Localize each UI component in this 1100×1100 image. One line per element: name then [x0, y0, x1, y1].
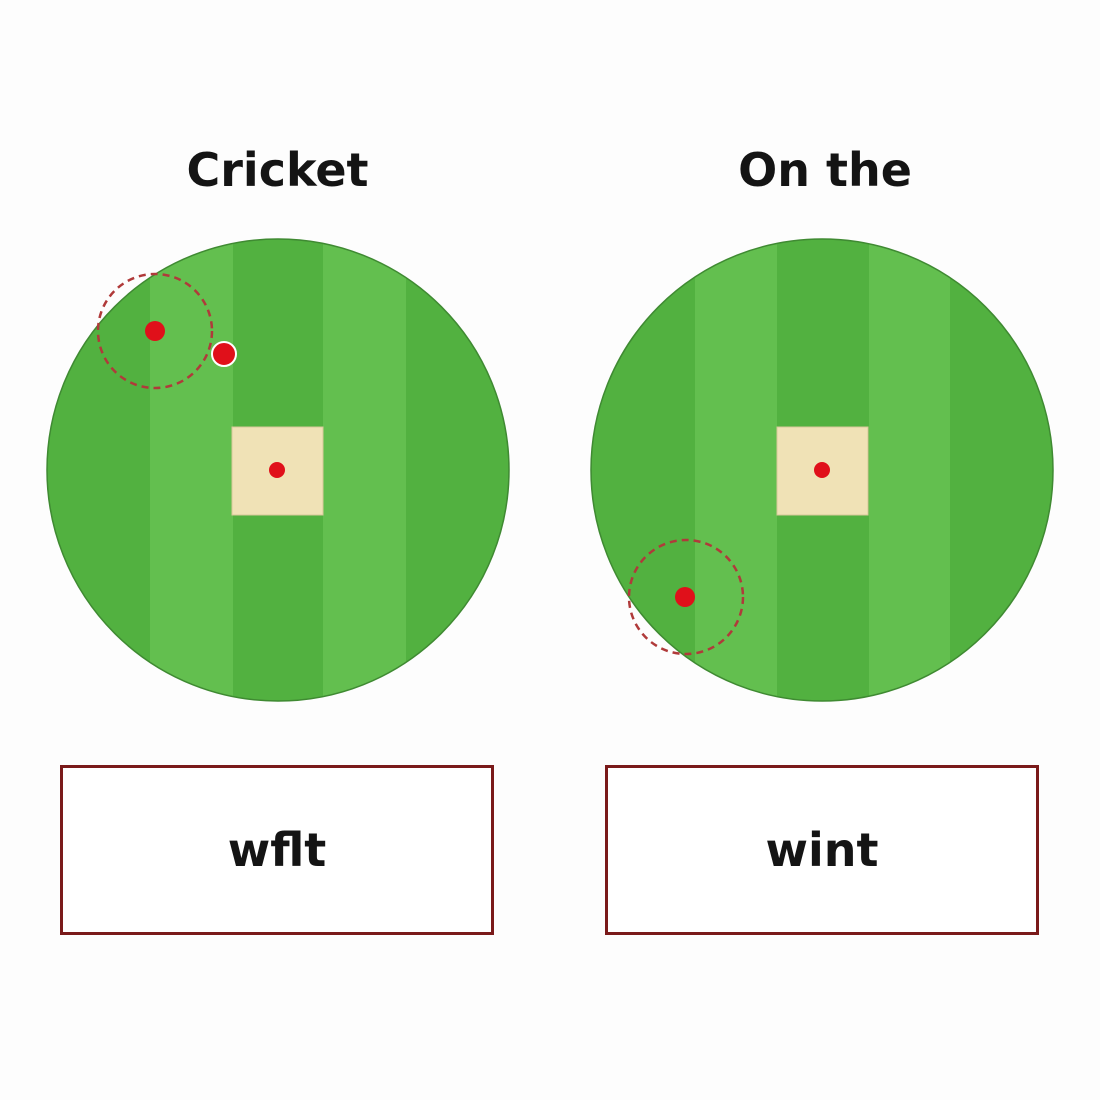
left-cricket-field: [46, 238, 510, 702]
right-stripe-4: [869, 239, 950, 701]
right-field-boundary: [590, 238, 1054, 702]
left-stripe-5: [406, 239, 509, 701]
left-panel-title: Cricket: [186, 143, 369, 197]
left-stripe-4: [323, 239, 406, 701]
left-stripe-1: [47, 239, 150, 701]
left-stripe-2: [150, 239, 233, 701]
left-label-box: wflt: [60, 765, 494, 935]
left-dashed-ring: [96, 272, 214, 390]
right-stripe-2: [695, 239, 777, 701]
right-panel-title: On the: [738, 143, 912, 197]
right-cricket-field: [590, 238, 1054, 702]
right-panel: On the wint: [550, 0, 1100, 1100]
left-panel: Cricket wflt: [46, 143, 510, 935]
left-label-text: wflt: [227, 823, 327, 877]
right-stripe-5: [950, 239, 1053, 701]
left-fielder-marker: [145, 321, 165, 341]
right-dashed-ring: [627, 538, 745, 656]
right-label-text: wint: [765, 823, 879, 877]
right-center-marker: [814, 462, 830, 478]
right-stripe-1: [591, 239, 695, 701]
right-label-box: wint: [605, 765, 1039, 935]
left-ball-marker: [211, 341, 237, 367]
left-field-boundary: [46, 238, 510, 702]
left-center-marker: [269, 462, 285, 478]
right-fielder-marker: [675, 587, 695, 607]
